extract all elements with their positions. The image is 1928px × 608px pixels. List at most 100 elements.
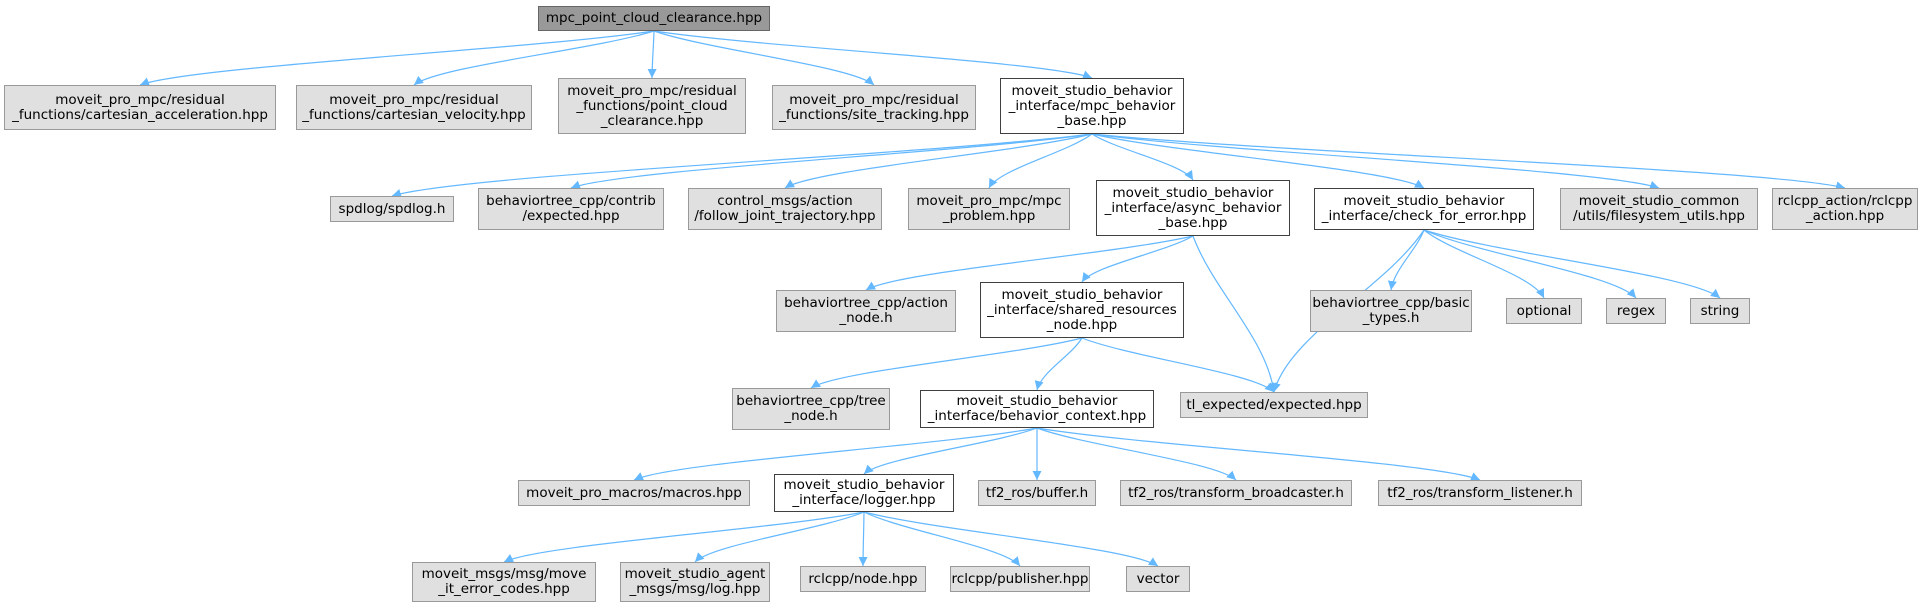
edge-logger-to-rclpub xyxy=(863,511,1021,567)
node-label: tl_expected/expected.hpp xyxy=(1186,396,1362,413)
node-label: moveit_studio_behavior _interface/mpc_be… xyxy=(1008,82,1176,129)
node-label: behaviortree_cpp/basic _types.h xyxy=(1312,295,1470,326)
edge-checkerr-to-optional xyxy=(1423,229,1545,299)
node-label: vector xyxy=(1136,570,1180,587)
node-spdlog: spdlog/spdlog.h xyxy=(330,196,454,222)
edge-shared-to-bt_tree xyxy=(810,337,1083,389)
edge-async-to-bt_action xyxy=(865,235,1194,291)
node-label: moveit_msgs/msg/move _it_error_codes.hpp xyxy=(421,566,587,597)
node-rclpub: rclcpp/publisher.hpp xyxy=(950,566,1090,592)
node-label: behaviortree_cpp/action _node.h xyxy=(784,295,948,326)
node-pcc: moveit_pro_mpc/residual _functions/point… xyxy=(558,78,746,134)
edge-async-to-shared xyxy=(1081,235,1194,283)
node-rclcpp-action: rclcpp_action/rclcpp _action.hpp xyxy=(1772,188,1918,230)
node-label: moveit_pro_mpc/residual _functions/carte… xyxy=(12,91,268,123)
node-optional: optional xyxy=(1506,298,1582,324)
node-bt-basic: behaviortree_cpp/basic _types.h xyxy=(1310,290,1472,332)
node-label: tf2_ros/transform_listener.h xyxy=(1387,484,1573,501)
node-errcodes: moveit_msgs/msg/move _it_error_codes.hpp xyxy=(412,562,596,602)
node-tf2listen: tf2_ros/transform_listener.h xyxy=(1378,480,1582,506)
edge-logger-to-vector xyxy=(863,511,1159,567)
node-logger[interactable]: moveit_studio_behavior _interface/logger… xyxy=(774,474,954,512)
node-label: moveit_studio_common /utils/filesystem_u… xyxy=(1573,193,1745,224)
edge-async-to-tl_expected xyxy=(1192,235,1278,393)
edge-context-to-tf2listen xyxy=(1036,427,1481,481)
node-label: rclcpp_action/rclcpp _action.hpp xyxy=(1777,193,1913,224)
node-vector: vector xyxy=(1126,566,1190,592)
edge-mpcbase-to-bt_expected xyxy=(570,133,1093,190)
node-label: moveit_studio_behavior _interface/check_… xyxy=(1321,193,1527,224)
node-label: moveit_pro_mpc/mpc _problem.hpp xyxy=(916,193,1062,224)
node-root[interactable]: mpc_point_cloud_clearance.hpp xyxy=(538,6,770,31)
edge-mpcbase-to-rclcpp_action xyxy=(1091,133,1846,191)
node-label: moveit_studio_behavior _interface/logger… xyxy=(783,477,945,508)
edge-logger-to-rclnode xyxy=(858,511,868,567)
edge-checkerr-to-regex xyxy=(1423,229,1637,299)
node-mpcbase[interactable]: moveit_studio_behavior _interface/mpc_be… xyxy=(1000,78,1184,134)
edge-root-to-pcc xyxy=(647,30,657,79)
node-macros: moveit_pro_macros/macros.hpp xyxy=(518,480,750,506)
node-label: mpc_point_cloud_clearance.hpp xyxy=(545,10,763,26)
node-string: string xyxy=(1690,298,1750,324)
node-label: behaviortree_cpp/contrib /expected.hpp xyxy=(486,193,656,224)
node-bt-expected: behaviortree_cpp/contrib /expected.hpp xyxy=(478,188,664,230)
edge-context-to-macros xyxy=(633,427,1038,481)
node-control: control_msgs/action /follow_joint_trajec… xyxy=(688,188,882,230)
node-label: behaviortree_cpp/tree _node.h xyxy=(736,393,886,424)
node-label: moveit_studio_agent _msgs/msg/log.hpp xyxy=(624,566,766,597)
edge-context-to-logger xyxy=(863,427,1038,475)
node-bt-action: behaviortree_cpp/action _node.h xyxy=(776,290,956,332)
node-rclnode: rclcpp/node.hpp xyxy=(800,566,926,592)
node-label: string xyxy=(1700,302,1740,319)
node-label: moveit_pro_mpc/residual _functions/carte… xyxy=(302,91,526,123)
edge-shared-to-context xyxy=(1034,337,1083,391)
node-bt-tree: behaviortree_cpp/tree _node.h xyxy=(732,388,890,430)
node-site: moveit_pro_mpc/residual _functions/site_… xyxy=(772,85,976,130)
edge-logger-to-agentlog xyxy=(694,511,865,563)
node-checkerr[interactable]: moveit_studio_behavior _interface/check_… xyxy=(1314,188,1534,230)
edge-context-to-tf2bcast xyxy=(1036,427,1237,481)
edge-mpcbase-to-spdlog xyxy=(391,133,1093,198)
node-label: regex xyxy=(1616,302,1656,319)
node-label: moveit_studio_behavior _interface/shared… xyxy=(987,286,1177,333)
node-async[interactable]: moveit_studio_behavior _interface/async_… xyxy=(1096,180,1290,236)
edge-mpcbase-to-checkerr xyxy=(1091,133,1425,189)
node-label: moveit_pro_mpc/residual _functions/site_… xyxy=(779,91,969,123)
edge-mpcbase-to-async xyxy=(1091,133,1194,181)
node-tf2bcast: tf2_ros/transform_broadcaster.h xyxy=(1120,480,1352,506)
edge-mpcbase-to-fsutils xyxy=(1091,133,1660,190)
node-label: spdlog/spdlog.h xyxy=(338,200,446,217)
node-cart-acc: moveit_pro_mpc/residual _functions/carte… xyxy=(4,85,276,130)
node-label: moveit_pro_macros/macros.hpp xyxy=(526,484,742,501)
node-shared[interactable]: moveit_studio_behavior _interface/shared… xyxy=(980,282,1184,338)
node-mpcproblem: moveit_pro_mpc/mpc _problem.hpp xyxy=(908,188,1070,230)
node-label: tf2_ros/buffer.h xyxy=(985,484,1089,501)
node-label: moveit_pro_mpc/residual _functions/point… xyxy=(567,82,737,129)
node-label: tf2_ros/transform_broadcaster.h xyxy=(1128,484,1344,501)
edge-root-to-cart_vel xyxy=(413,30,655,86)
edge-root-to-mpcbase xyxy=(653,30,1093,80)
node-label: rclcpp/publisher.hpp xyxy=(951,570,1089,587)
node-regex: regex xyxy=(1606,298,1666,324)
edge-root-to-site xyxy=(653,30,875,86)
edge-checkerr-to-bt_basic xyxy=(1387,229,1425,291)
edge-logger-to-errcodes xyxy=(503,511,865,563)
node-label: rclcpp/node.hpp xyxy=(808,570,918,587)
node-tl-expected: tl_expected/expected.hpp xyxy=(1180,392,1368,418)
node-cart-vel: moveit_pro_mpc/residual _functions/carte… xyxy=(296,85,532,130)
node-context[interactable]: moveit_studio_behavior _interface/behavi… xyxy=(920,390,1154,428)
edge-mpcbase-to-mpcproblem xyxy=(988,133,1093,189)
edge-checkerr-to-string xyxy=(1423,229,1721,299)
node-label: control_msgs/action /follow_joint_trajec… xyxy=(694,193,876,224)
node-agentlog: moveit_studio_agent _msgs/msg/log.hpp xyxy=(620,562,770,602)
edge-mpcbase-to-control xyxy=(784,133,1093,189)
node-label: moveit_studio_behavior _interface/behavi… xyxy=(927,393,1147,424)
node-fsutils: moveit_studio_common /utils/filesystem_u… xyxy=(1560,188,1758,230)
node-tf2buffer: tf2_ros/buffer.h xyxy=(978,480,1096,506)
edge-root-to-cart_acc xyxy=(139,30,655,87)
node-label: optional xyxy=(1516,302,1572,319)
node-label: moveit_studio_behavior _interface/async_… xyxy=(1104,184,1282,231)
edge-shared-to-tl_expected xyxy=(1081,337,1275,393)
